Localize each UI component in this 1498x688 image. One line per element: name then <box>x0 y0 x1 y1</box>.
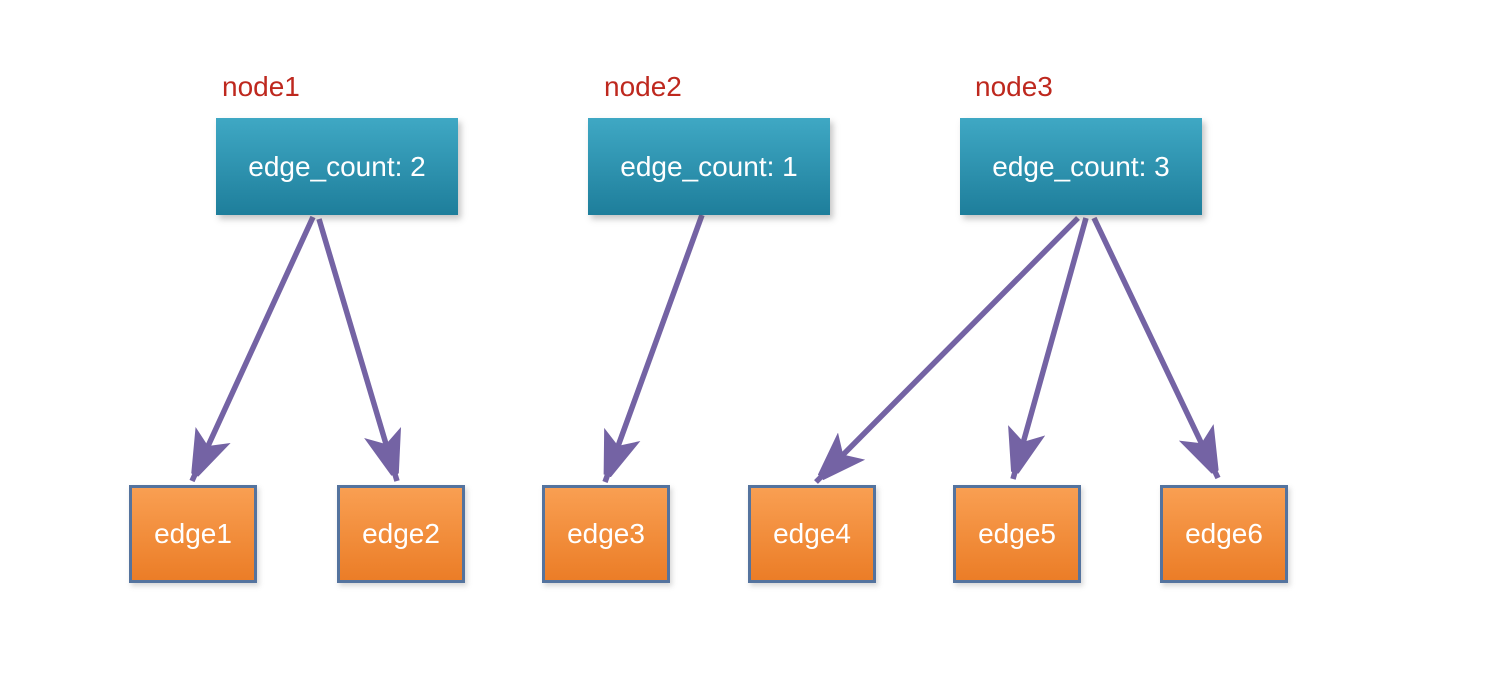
node-title-node2: node2 <box>604 71 682 102</box>
arrow-node2-to-edge3 <box>602 214 705 483</box>
node-box-node3: edge_count: 3 <box>960 118 1202 215</box>
edge-box-edge5: edge5 <box>953 485 1081 583</box>
node-box-node1: edge_count: 2 <box>216 118 458 215</box>
node-box-node2: edge_count: 1 <box>588 118 830 215</box>
edge-box-edge3: edge3 <box>542 485 670 583</box>
edge-box-edge2: edge2 <box>337 485 465 583</box>
node-title-node1: node1 <box>222 71 300 102</box>
arrow-node3-to-edge6 <box>1091 216 1221 478</box>
arrow-node3-to-edge4 <box>816 216 1080 482</box>
arrow-node1-to-edge1 <box>189 215 316 481</box>
edge-box-edge6: edge6 <box>1160 485 1288 583</box>
node-title-node3: node3 <box>975 71 1053 102</box>
edge-box-edge4: edge4 <box>748 485 876 583</box>
arrow-node3-to-edge5 <box>1013 217 1089 480</box>
edge-box-edge1: edge1 <box>129 485 257 583</box>
arrow-node1-to-edge2 <box>316 218 397 482</box>
